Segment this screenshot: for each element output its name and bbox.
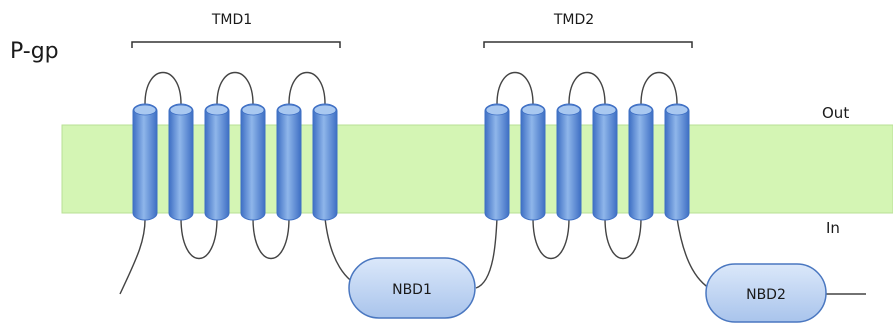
membrane-band xyxy=(61,124,893,214)
tmd2-helix-2 xyxy=(520,103,546,221)
tmd1-helix-3 xyxy=(204,103,230,221)
tmd2-helix-3 xyxy=(556,103,582,221)
linker-nbd1-tmd2 xyxy=(475,217,498,289)
n-terminus-tail xyxy=(119,215,146,295)
tmd2-bracket xyxy=(483,41,693,48)
tmd1-in-loop-2 xyxy=(252,217,290,260)
tmd2-helix-1 xyxy=(484,103,510,221)
nbd2-shape xyxy=(705,263,827,323)
tmd2-out-loop-2 xyxy=(568,72,606,105)
nbd1-shape xyxy=(348,257,476,319)
polypeptide-chain xyxy=(119,72,866,295)
tmd2-in-loop-1 xyxy=(532,217,570,260)
tmd1-in-loop-1 xyxy=(180,217,218,260)
tmd1-out-loop-3 xyxy=(288,72,326,105)
tmd1-helix-4 xyxy=(240,103,266,221)
tmd2-helix-5 xyxy=(628,103,654,221)
tmd2-helix-4 xyxy=(592,103,618,221)
tmd1-label: TMD1 xyxy=(211,12,252,28)
tmd1-out-loop-2 xyxy=(216,72,254,105)
inside-label: In xyxy=(826,219,840,237)
tmd1-helices xyxy=(132,103,338,221)
tmd2-out-loop-1 xyxy=(496,72,534,105)
tmd2-in-loop-2 xyxy=(604,217,642,260)
protein-title: P-gp xyxy=(10,39,59,64)
tmd1-helix-1 xyxy=(132,103,158,221)
tmd1-helix-5 xyxy=(276,103,302,221)
nbd2-label: NBD2 xyxy=(746,287,786,303)
tmd2-helix-6 xyxy=(664,103,690,221)
tmd1-helix-2 xyxy=(168,103,194,221)
tmd1-out-loop-1 xyxy=(144,72,182,105)
outside-label: Out xyxy=(822,104,849,122)
tmd1-bracket xyxy=(131,41,341,48)
tmd2-out-loop-3 xyxy=(640,72,678,105)
tmd1-helix-6 xyxy=(312,103,338,221)
nbd1-domain: NBD1 xyxy=(348,257,476,319)
tmd2-helices xyxy=(484,103,690,221)
tmd2-label: TMD2 xyxy=(553,12,594,28)
nbd1-label: NBD1 xyxy=(392,282,432,298)
nbd2-domain: NBD2 xyxy=(705,263,827,323)
